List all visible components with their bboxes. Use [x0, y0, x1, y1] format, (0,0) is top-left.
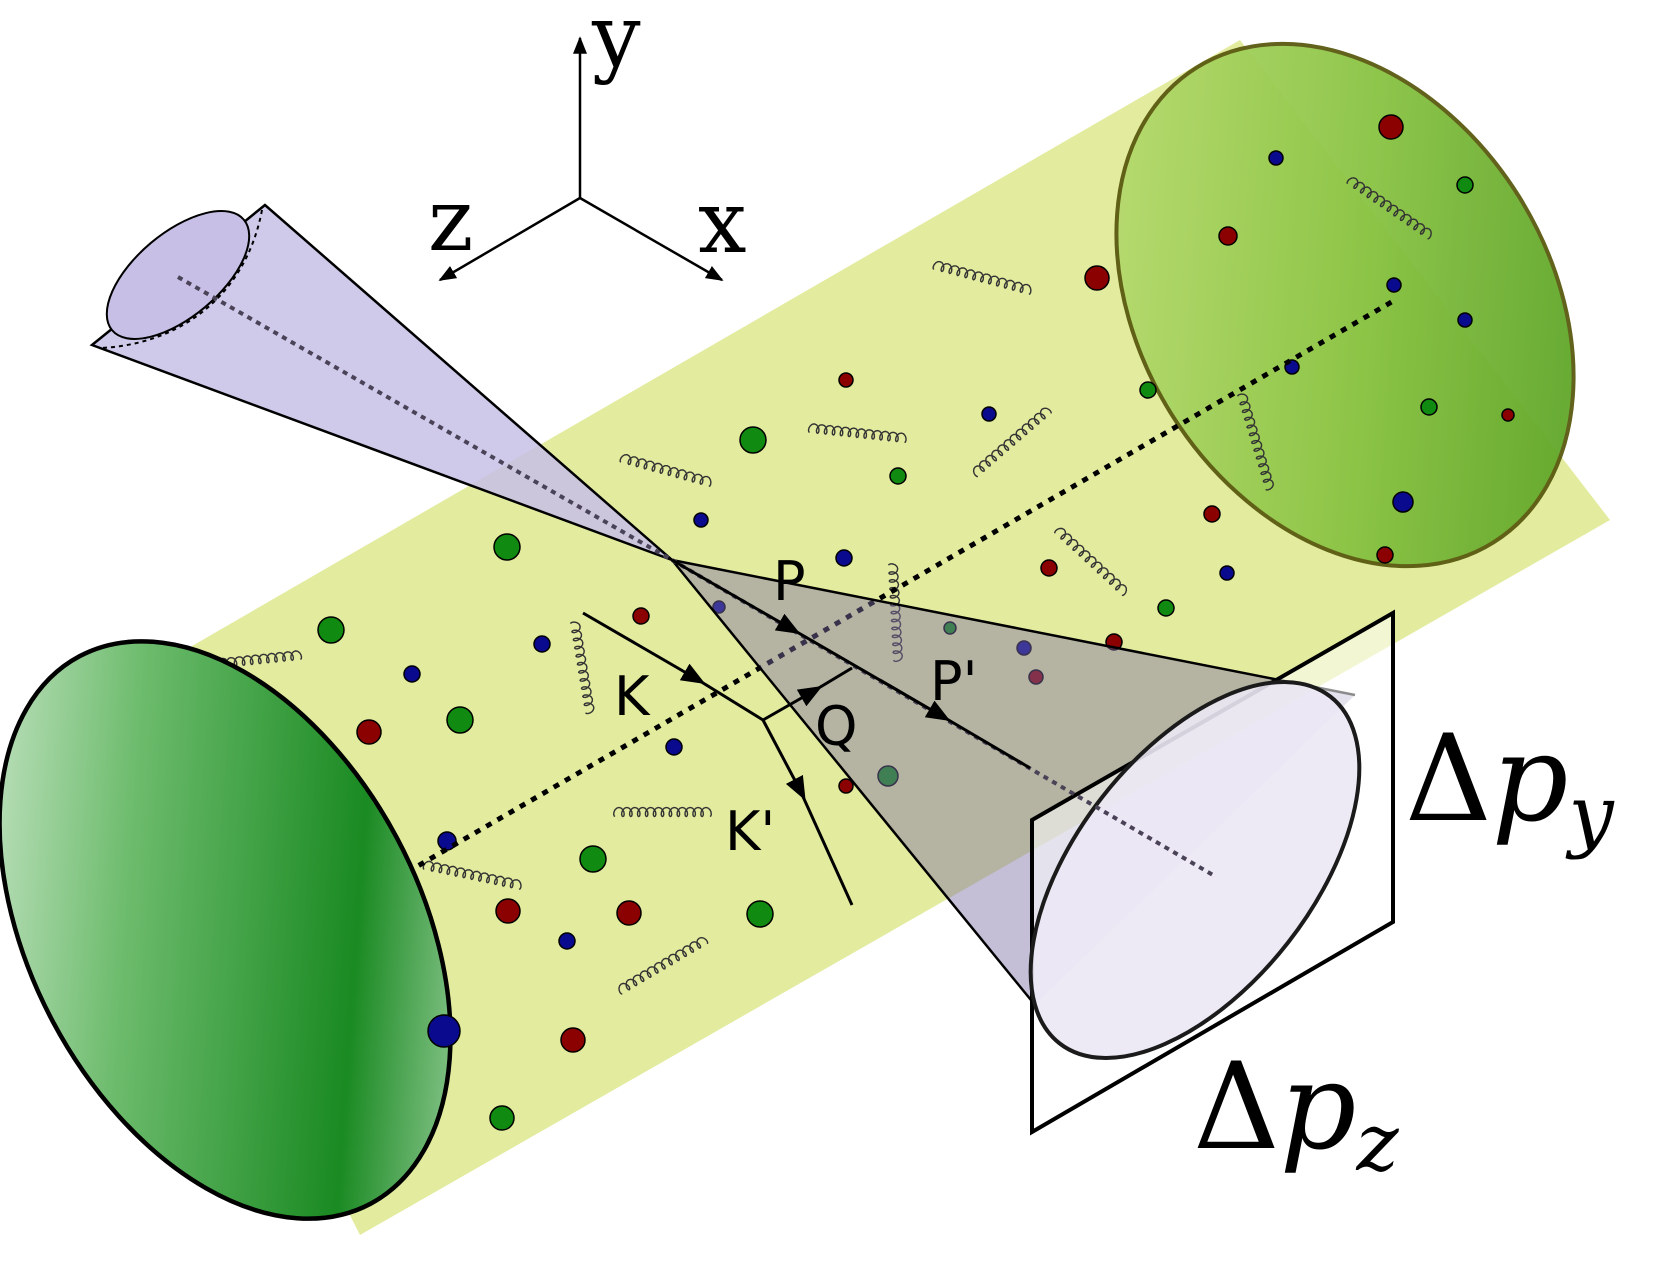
- particle-red: [1040, 559, 1058, 577]
- jet-axis-upper: [177, 275, 673, 562]
- label-k: K: [614, 665, 651, 728]
- particle-green: [877, 765, 899, 787]
- label-q: Q: [815, 695, 858, 758]
- particle-blue: [665, 738, 683, 756]
- particle-green: [1420, 398, 1438, 416]
- label-delta-py: Δpy: [1405, 710, 1616, 861]
- cone-edge-lower: [671, 559, 1036, 1006]
- label-k-prime: K': [725, 800, 775, 863]
- particle-green: [1139, 381, 1157, 399]
- particle-blue: [835, 549, 853, 567]
- particle-blue: [427, 1014, 461, 1048]
- particle-blue: [437, 831, 457, 851]
- particle-red: [1028, 669, 1044, 685]
- particle-green: [943, 621, 957, 635]
- particle-blue: [1016, 640, 1032, 656]
- particle-red: [632, 607, 650, 625]
- vector-q-continue: [811, 666, 853, 694]
- near-end-cap: [0, 639, 453, 1221]
- particle-green: [1456, 176, 1474, 194]
- gluon: [807, 423, 907, 444]
- gluon: [972, 407, 1052, 478]
- gluon: [1054, 527, 1128, 597]
- particle-red: [616, 900, 642, 926]
- vector-p-prime: [879, 678, 951, 722]
- particle-blue: [1268, 150, 1284, 166]
- particle-blue: [403, 665, 421, 683]
- particle-red: [1501, 408, 1515, 422]
- gluon: [1346, 177, 1432, 240]
- vector-q: [762, 686, 823, 722]
- incoming-cone-mouth: [105, 210, 251, 340]
- particle-green: [1157, 599, 1175, 617]
- particle-red: [1203, 505, 1221, 523]
- particle-red: [495, 898, 521, 924]
- vector-p-prime-continue: [939, 713, 1031, 770]
- gluon: [932, 261, 1032, 296]
- particle-group: [241, 114, 1515, 1131]
- particle-green: [889, 467, 907, 485]
- particle-green: [493, 533, 521, 561]
- gluon: [569, 621, 595, 715]
- particle-red: [1084, 265, 1110, 291]
- particle-blue: [1457, 312, 1473, 328]
- particle-red: [356, 719, 382, 745]
- particle-blue: [533, 635, 551, 653]
- cone-edge-upper: [671, 558, 1356, 697]
- vector-k-continue: [694, 676, 764, 722]
- particle-green: [579, 845, 607, 873]
- label-p-prime: P': [930, 650, 977, 713]
- gluon: [612, 806, 713, 818]
- gluon: [422, 860, 522, 891]
- particle-red: [560, 1027, 586, 1053]
- particle-green: [489, 1105, 515, 1131]
- axis-label-x: x: [698, 173, 747, 273]
- outgoing-jet-cone: [672, 560, 1355, 1005]
- particle-green: [317, 616, 345, 644]
- axis-label-z: z: [428, 171, 473, 271]
- particle-blue: [712, 600, 726, 614]
- particle-green: [746, 900, 774, 928]
- gluon: [619, 453, 712, 487]
- vector-k-prime: [761, 719, 806, 801]
- particle-blue: [558, 932, 576, 950]
- far-end-cap: [1114, 41, 1576, 569]
- gluon: [618, 936, 709, 995]
- particle-blue: [1392, 491, 1414, 513]
- particle-green: [446, 706, 474, 734]
- gluon-group: [201, 177, 1432, 995]
- particle-blue: [693, 512, 709, 528]
- label-delta-pz: Δpz: [1193, 1038, 1400, 1189]
- particle-red: [1218, 226, 1238, 246]
- coordinate-axes: [438, 36, 724, 282]
- particle-red: [1376, 546, 1394, 564]
- vector-k-prime-continue: [798, 789, 854, 906]
- particle-green: [739, 426, 767, 454]
- particle-blue: [1219, 565, 1235, 581]
- gluon: [1237, 393, 1274, 491]
- label-p: P: [773, 550, 806, 613]
- particle-red: [1378, 114, 1404, 140]
- particle-red: [838, 372, 854, 388]
- vector-p: [671, 558, 801, 634]
- outgoing-cone-mouth: [1028, 680, 1362, 1060]
- vector-k: [582, 611, 706, 685]
- particle-blue: [981, 406, 997, 422]
- particle-red: [838, 778, 854, 794]
- gluon: [887, 563, 904, 663]
- particle-blue: [1386, 277, 1402, 293]
- incoming-cone-hidden-rim: [99, 209, 263, 349]
- axis-label-y: y: [591, 0, 641, 87]
